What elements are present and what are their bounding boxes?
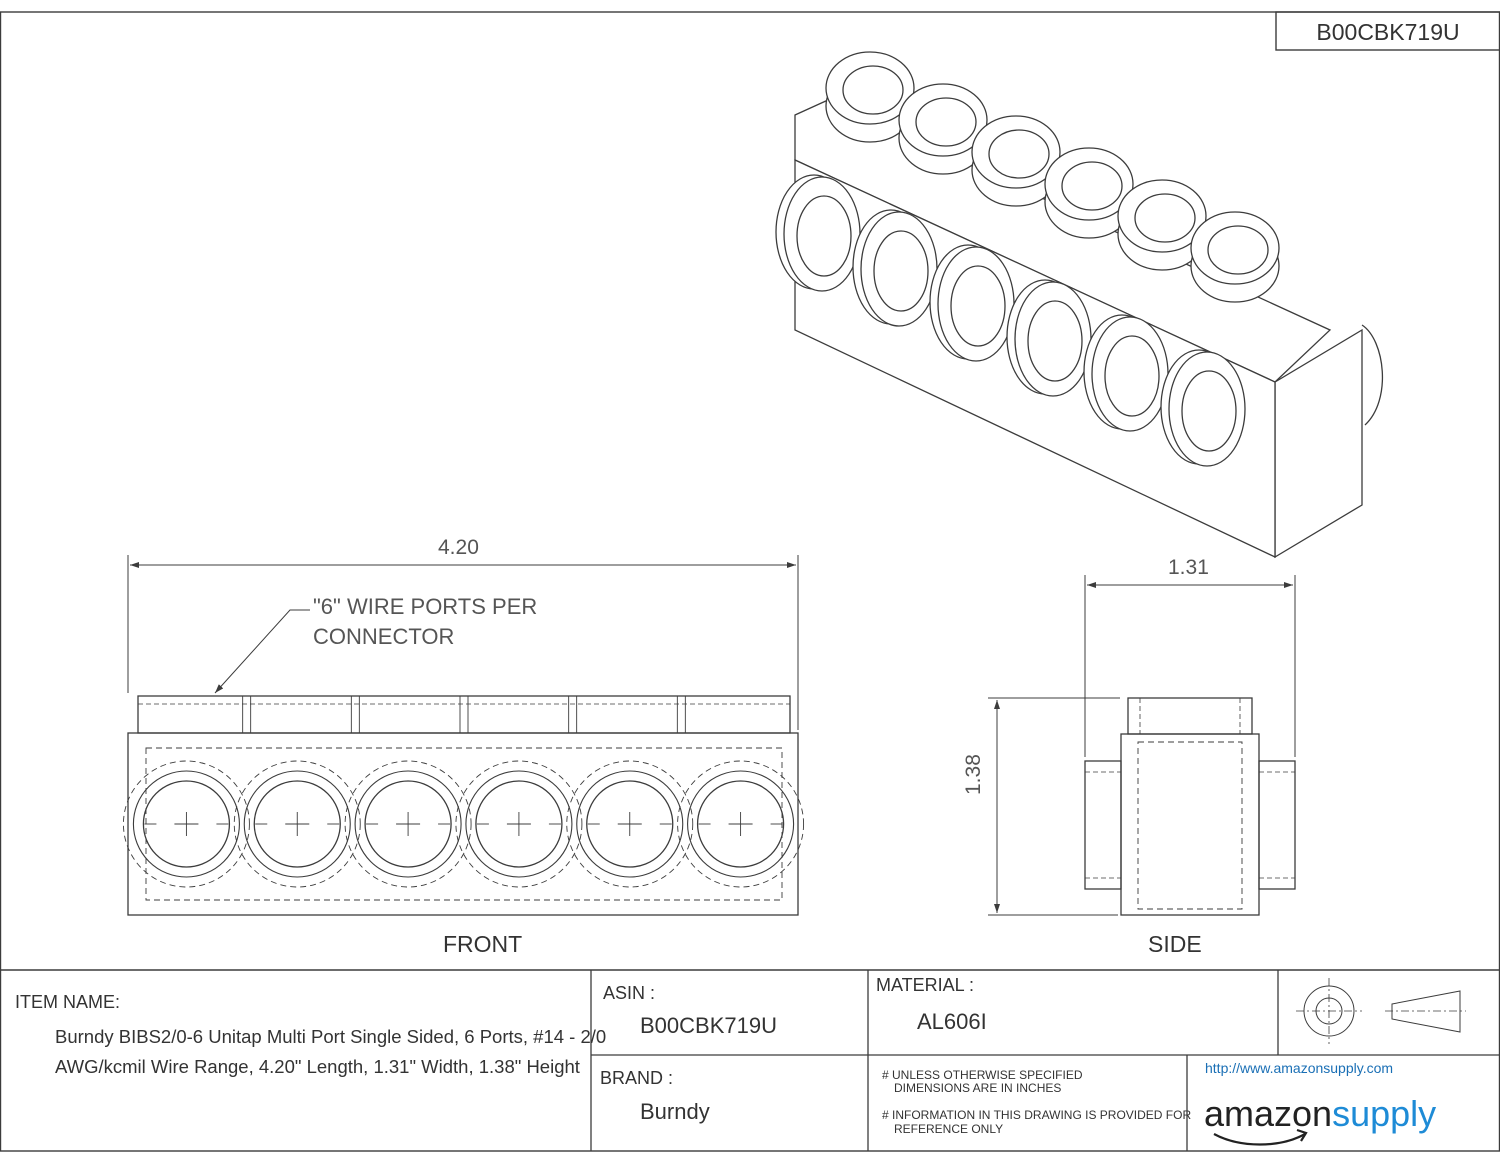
note-reference-line1: # INFORMATION IN THIS DRAWING IS PROVIDE… <box>882 1108 1192 1122</box>
front-view <box>122 695 805 916</box>
width-dimension <box>1084 575 1296 757</box>
iso-front-port-6 <box>1160 349 1246 467</box>
iso-top-port-3 <box>971 115 1061 207</box>
height-dimension <box>988 697 1120 916</box>
width-dimension-value: 1.31 <box>1168 556 1209 579</box>
item-name-line1: Burndy BIBS2/0-6 Unitap Multi Port Singl… <box>55 1026 607 1047</box>
front-port-scallop <box>132 770 795 878</box>
front-view-label: FRONT <box>443 931 523 957</box>
logo-word-amazon: amazon <box>1204 1093 1333 1134</box>
sheet-border <box>0 11 1500 1152</box>
brand-value: Burndy <box>640 1099 710 1124</box>
amazon-smile-icon <box>1213 1128 1308 1146</box>
side-view <box>1084 697 1296 916</box>
material-value: AL606I <box>917 1009 987 1034</box>
note-units-line1: # UNLESS OTHERWISE SPECIFIED <box>882 1068 1083 1082</box>
third-angle-projection-symbol <box>1296 978 1466 1044</box>
side-left-stub <box>1084 760 1122 890</box>
iso-front-port-2 <box>852 209 938 327</box>
side-right-stub <box>1258 760 1296 890</box>
iso-front-ports <box>775 174 1246 467</box>
height-dimension-value: 1.38 <box>962 754 985 795</box>
front-port-5 <box>566 760 694 888</box>
callout-line2: CONNECTOR <box>313 624 455 649</box>
note-units-line2: DIMENSIONS ARE IN INCHES <box>894 1081 1062 1095</box>
side-body <box>1120 733 1260 916</box>
iso-front-port-1 <box>775 174 861 292</box>
material-label: MATERIAL : <box>876 975 975 995</box>
iso-top-port-1 <box>825 51 915 143</box>
item-name-label: ITEM NAME: <box>15 992 121 1012</box>
asin-value: B00CBK719U <box>640 1013 777 1038</box>
website-link[interactable]: http://www.amazonsupply.com <box>1205 1060 1394 1076</box>
front-port-3 <box>344 760 472 888</box>
iso-front-port-4 <box>1006 279 1092 397</box>
isometric-view <box>775 51 1383 559</box>
iso-top-port-6 <box>1190 211 1280 303</box>
side-view-label: SIDE <box>1148 931 1202 957</box>
iso-front-port-5 <box>1083 314 1169 432</box>
title-block-grid <box>590 970 1500 1151</box>
part-number-label: B00CBK719U <box>1316 19 1460 45</box>
front-port-2 <box>233 760 361 888</box>
front-port-6 <box>677 760 805 888</box>
brand-label: BRAND : <box>600 1068 674 1088</box>
iso-top-ports <box>825 51 1280 303</box>
item-name-line2: AWG/kcmil Wire Range, 4.20" Length, 1.31… <box>55 1056 580 1077</box>
front-port-1 <box>122 760 250 888</box>
side-top-ledge <box>1127 697 1253 735</box>
front-hidden-inner <box>145 747 783 901</box>
amazon-supply-logo: amazonsupply <box>1204 1094 1436 1134</box>
front-ports <box>122 760 805 888</box>
iso-top-port-2 <box>898 83 988 175</box>
length-dimension-value: 4.20 <box>438 536 479 559</box>
callout-line1: "6" WIRE PORTS PER <box>313 594 538 619</box>
front-top-ledge <box>137 695 791 734</box>
front-port-4 <box>455 760 583 888</box>
iso-front-port-3 <box>929 244 1015 362</box>
front-ledge-grooves <box>138 696 790 733</box>
callout-leader <box>214 609 310 694</box>
side-hidden-inner <box>1137 741 1243 910</box>
note-reference-line2: REFERENCE ONLY <box>894 1122 1004 1136</box>
part-number-box <box>1275 11 1500 51</box>
logo-word-supply: supply <box>1332 1093 1437 1134</box>
length-dimension <box>127 555 799 730</box>
asin-label: ASIN : <box>603 983 656 1003</box>
